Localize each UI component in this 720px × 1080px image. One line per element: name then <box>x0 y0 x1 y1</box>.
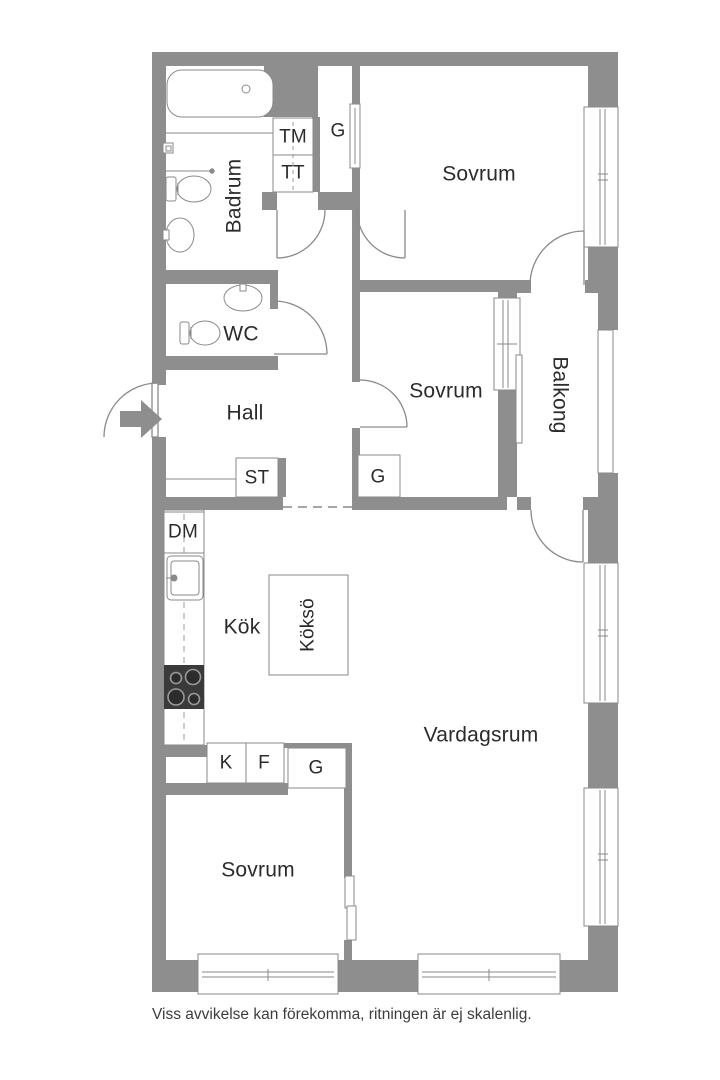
closet-label-k: K <box>219 752 233 774</box>
kitchen-sink-icon <box>166 555 204 601</box>
closet-label-st: ST <box>244 467 270 489</box>
door-arc-icon <box>529 230 585 286</box>
g-bottom-box <box>287 747 347 789</box>
window-icon <box>583 106 619 248</box>
balcony-railing <box>597 329 614 474</box>
window-icon <box>417 953 561 995</box>
closet-label-dm: DM <box>168 521 198 543</box>
bathroom-sink-icon <box>162 217 195 253</box>
windows <box>197 103 619 995</box>
g-mid-box <box>357 454 401 498</box>
sliding-door-icon <box>344 875 357 941</box>
sliding-door-icon <box>349 103 361 169</box>
closet-label-tt: TT <box>281 162 305 184</box>
wc-toilet-icon <box>179 320 221 346</box>
room-label-kok: Kök <box>223 615 261 639</box>
room-label-wc: WC <box>223 322 259 346</box>
f-box <box>245 742 285 784</box>
stove-icon <box>164 665 204 709</box>
door-arc-icon <box>530 509 584 563</box>
bathtub-icon <box>166 69 274 118</box>
toilet-paper-icon <box>162 142 174 154</box>
door-arc-icon <box>359 379 408 428</box>
closet-label-g-mid: G <box>370 466 386 488</box>
room-label-sovrum-top: Sovrum <box>442 162 516 186</box>
door-arc-icon <box>356 209 406 259</box>
closet-label-f: F <box>258 752 270 774</box>
door-arc-icon <box>273 300 328 355</box>
room-label-balkong: Balkong <box>548 356 572 434</box>
window-icon <box>583 787 619 927</box>
closet-label-g-bottom: G <box>308 757 324 779</box>
kokso-box <box>268 574 349 676</box>
interior-walls <box>152 52 507 962</box>
k-box <box>206 742 247 784</box>
entrance-arrow-icon <box>120 400 162 438</box>
room-label-sovrum-mid: Sovrum <box>409 379 483 403</box>
st-box <box>235 457 279 498</box>
doors <box>103 209 585 563</box>
door-arc-icon <box>276 209 326 259</box>
room-label-sovrum-bottom: Sovrum <box>221 858 295 882</box>
closet-label-g-top: G <box>330 120 346 142</box>
window-icon <box>583 562 619 704</box>
wc-sink-icon <box>223 283 263 312</box>
room-label-badrum: Badrum <box>222 158 246 234</box>
closet-label-tm: TM <box>279 126 307 148</box>
room-label-kokso: Köksö <box>297 598 319 652</box>
fixtures <box>120 69 274 709</box>
disclaimer-text: Viss avvikelse kan förekomma, ritningen … <box>152 1006 532 1023</box>
window-icon <box>197 953 339 995</box>
balcony-door-leaf <box>515 354 523 444</box>
room-label-vardagsrum: Vardagsrum <box>423 723 539 747</box>
toilet-icon <box>165 175 212 203</box>
room-label-hall: Hall <box>226 401 264 425</box>
